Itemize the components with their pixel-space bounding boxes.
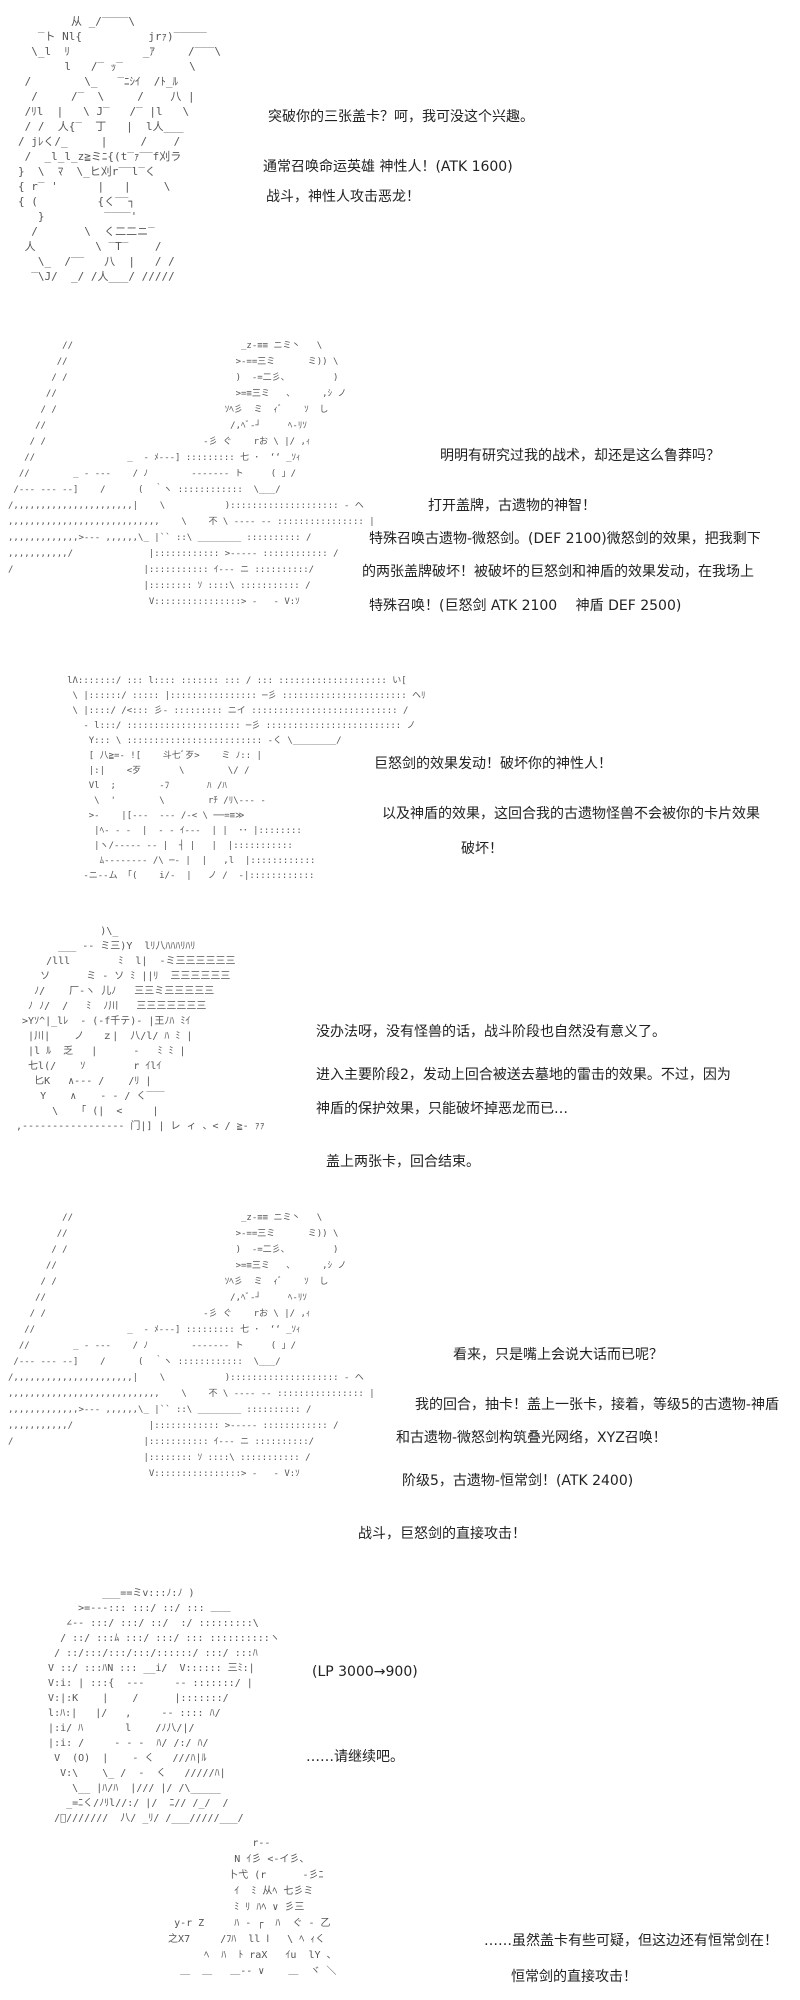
panel-5: // _z‐≡≡ ニミ丶 \ // >‐==三ミ ミ)) \ / / ) ‐=二… xyxy=(0,1200,800,1542)
dialogue-line: 以及神盾的效果，这回合我的古遗物怪兽不会被你的卡片效果 xyxy=(382,806,760,822)
panel-3: lΛ:::::::/ ::: l:::: ::::::: ::: / ::: :… xyxy=(0,660,800,900)
panel-4: )\_ ___ ‐‐ ミ三)Y lﾘ八ﾊﾊﾊﾘﾊﾘ /lll ﾐ l| ‐ミ三三… xyxy=(0,910,800,1170)
life-points-change: (LP 3000→900) xyxy=(312,1664,418,1680)
ascii-art-character: r‐‐ N ｲ彡 <‐イ彡、 卜弋 (r ‐彡ﾆ ｲ ﾐ 从ﾍ 七彡ミ ﾐ ﾘ … xyxy=(168,1838,337,1977)
dialogue-line: 打开盖牌，古遗物的神智！ xyxy=(428,498,596,514)
dialogue-line: 恒常剑的直接攻击！ xyxy=(511,1969,637,1985)
dialogue-line: 通常召唤命运英雄 神性人！(ATK 1600) xyxy=(263,159,513,175)
dialogue-line: 神盾的保护效果，只能破坏掉恶龙而已… xyxy=(316,1101,568,1117)
dialogue-line: 特殊召唤古遗物-微怒剑。(DEF 2100)微怒剑的效果，把我剩下 xyxy=(369,531,761,547)
dialogue-line: 和古遗物-微怒剑构筑叠光网络，XYZ召唤！ xyxy=(396,1430,667,1446)
panel-1: 从 _/‾‾‾‾\ ‾ト Nl{ jrｧ)‾‾‾‾‾ \_l ﾘ _ｱ /‾‾‾… xyxy=(0,0,800,320)
dialogue-line: 明明有研究过我的战术，却还是这么鲁莽吗？ xyxy=(440,448,720,464)
ascii-art-character: lΛ:::::::/ ::: l:::: ::::::: ::: / ::: :… xyxy=(67,676,426,881)
dialogue-line: 巨怒剑的效果发动！破坏你的神性人！ xyxy=(374,756,612,772)
dialogue-line: 战斗，神性人攻击恶龙！ xyxy=(266,189,420,205)
dialogue-line: 盖上两张卡，回合结束。 xyxy=(326,1154,480,1170)
dialogue-line: 突破你的三张盖卡？呵，我可没这个兴趣。 xyxy=(268,109,534,125)
dialogue-line: 战斗，巨怒剑的直接攻击！ xyxy=(358,1526,526,1542)
dialogue-line: ……请继续吧。 xyxy=(306,1749,404,1765)
ascii-art-character: ___==ミv:::ﾉ:ﾉ ) >=‐‐‐::: :::/ ::/ ::: ＿＿… xyxy=(48,1588,280,1824)
ascii-art-character: // _z‐≡≡ ニミ丶 \ // >‐==三ミ ミ)) \ / / ) ‐=二… xyxy=(8,341,375,607)
panel-2: // _z‐≡≡ ニミ丶 \ // >‐==三ミ ミ)) \ / / ) ‐=二… xyxy=(0,330,800,630)
panel-7: r‐‐ N ｲ彡 <‐イ彡、 卜弋 (r ‐彡ﾆ ｲ ﾐ 从ﾍ 七彡ミ ﾐ ﾘ … xyxy=(0,1800,800,2000)
dialogue-line: ……虽然盖卡有些可疑，但这边还有恒常剑在！ xyxy=(484,1933,778,1949)
ascii-art-character: 从 _/‾‾‾‾\ ‾ト Nl{ jrｧ)‾‾‾‾‾ \_l ﾘ _ｱ /‾‾‾… xyxy=(18,15,222,283)
dialogue-line: 阶级5，古遗物-恒常剑！(ATK 2400) xyxy=(402,1473,634,1489)
dialogue-line: 我的回合，抽卡！盖上一张卡，接着，等级5的古遗物-神盾 xyxy=(415,1397,779,1413)
dialogue-line: 进入主要阶段2，发动上回合被送去墓地的雷击的效果。不过，因为 xyxy=(316,1067,731,1083)
ascii-art-character: )\_ ___ ‐‐ ミ三)Y lﾘ八ﾊﾊﾊﾘﾊﾘ /lll ﾐ l| ‐ミ三三… xyxy=(16,926,265,1132)
panel-6: ___==ミv:::ﾉ:ﾉ ) >=‐‐‐::: :::/ ::/ ::: ＿＿… xyxy=(0,1580,800,1824)
ascii-art-character: // _z‐≡≡ ニミ丶 \ // >‐==三ミ ミ)) \ / / ) ‐=二… xyxy=(8,1213,375,1479)
dialogue-line: 特殊召唤！(巨怒剑 ATK 2100 神盾 DEF 2500) xyxy=(369,598,682,614)
dialogue-line: 看来，只是嘴上会说大话而已呢？ xyxy=(453,1347,663,1363)
dialogue-line: 的两张盖牌破坏！被破坏的巨怒剑和神盾的效果发动，在我场上 xyxy=(362,564,754,580)
dialogue-line: 破坏！ xyxy=(461,841,503,857)
dialogue-line: 没办法呀，没有怪兽的话，战斗阶段也自然没有意义了。 xyxy=(316,1024,666,1040)
